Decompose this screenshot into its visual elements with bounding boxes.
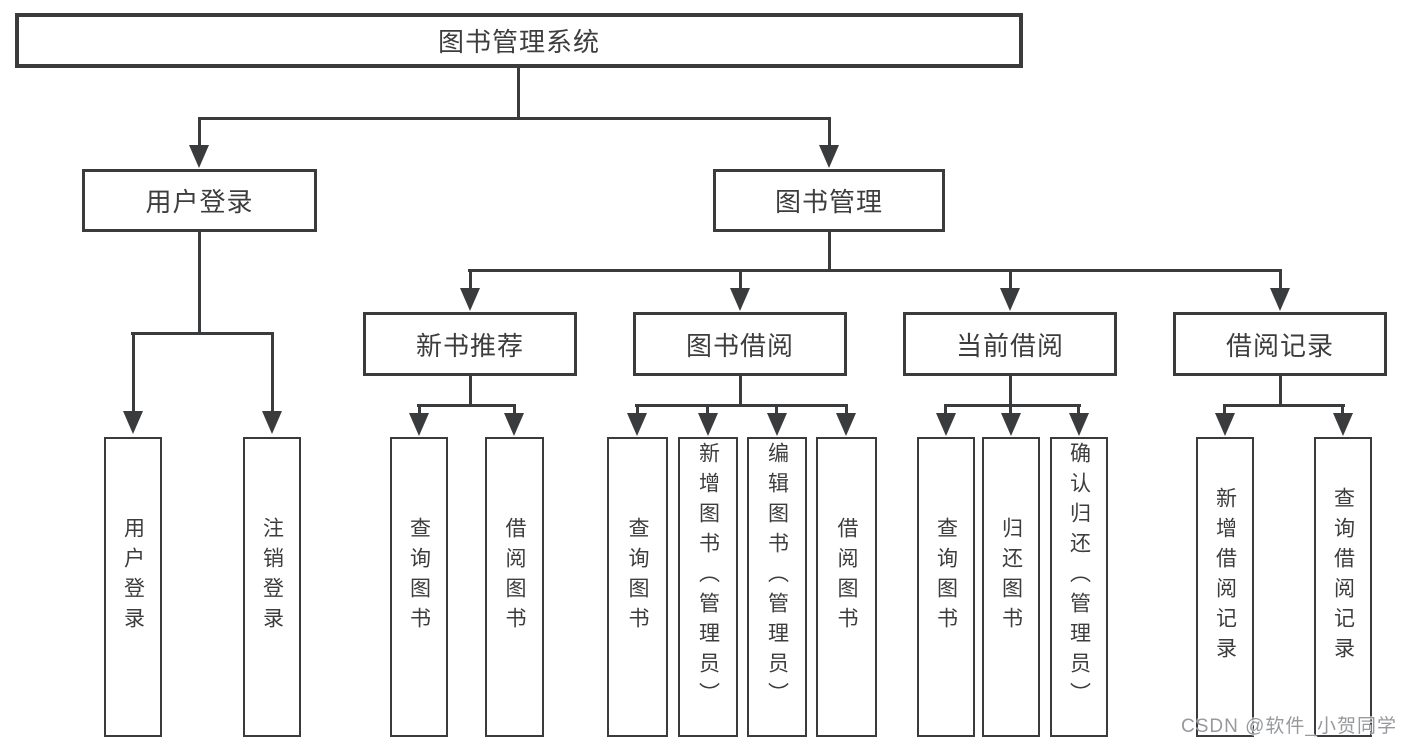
connector-userlogin-stub xyxy=(198,232,201,334)
arrow-down-icon xyxy=(1001,413,1021,436)
connector-borrowing-stem xyxy=(706,404,709,416)
connector-bookmgmt-stem xyxy=(739,269,742,289)
connector-recommend-stub xyxy=(469,376,472,406)
connector-bookmgmt-stub xyxy=(828,232,831,271)
arrow-down-icon xyxy=(698,413,718,436)
arrow-down-icon xyxy=(123,411,143,434)
node-book-borrowing: 图书借阅 xyxy=(633,312,847,376)
node-new-book-recommendation: 新书推荐 xyxy=(363,312,577,376)
node-book-management: 图书管理 xyxy=(713,169,945,232)
node-query-books-recommend: 查询图书 xyxy=(390,437,448,737)
node-borrow-books-recommend: 借阅图书 xyxy=(485,437,544,737)
connector-userlogin-stem xyxy=(132,332,135,413)
node-user-login-leaf: 用户登录 xyxy=(104,437,162,737)
connector-recommend-stem xyxy=(418,404,421,416)
connector-borrowing-stem xyxy=(775,404,778,416)
connector-current-hline xyxy=(944,404,1081,407)
arrow-down-icon xyxy=(189,145,209,168)
connector-root-stub xyxy=(517,68,520,119)
node-return-books: 归还图书 xyxy=(982,437,1040,737)
arrow-down-icon xyxy=(460,288,480,311)
arrow-down-icon xyxy=(819,145,839,168)
connector-borrowing-stem xyxy=(845,404,848,416)
connector-recommend-hline xyxy=(417,404,516,407)
node-query-borrow-record: 查询借阅记录 xyxy=(1314,437,1372,737)
arrow-down-icon xyxy=(767,413,787,436)
node-add-books-admin: 新增图书（管理员） xyxy=(678,437,738,737)
connector-userlogin-hline xyxy=(131,332,274,335)
connector-current-stem xyxy=(1009,404,1012,416)
arrow-down-icon xyxy=(262,411,282,434)
node-add-borrow-record: 新增借阅记录 xyxy=(1196,437,1254,737)
connector-borrowing-hline xyxy=(635,404,847,407)
node-borrowing-records: 借阅记录 xyxy=(1173,312,1387,376)
arrow-down-icon xyxy=(504,413,524,436)
connector-records-stem xyxy=(1223,404,1226,416)
connector-bookmgmt-stem xyxy=(469,269,472,289)
arrow-down-icon xyxy=(1270,288,1290,311)
node-edit-books-admin: 编辑图书（管理员） xyxy=(747,437,807,737)
connector-root-left-stem xyxy=(198,117,201,147)
connector-recommend-stem xyxy=(513,404,516,416)
connector-borrowing-stub xyxy=(739,376,742,406)
connector-bookmgmt-stem xyxy=(1009,269,1012,289)
arrow-down-icon xyxy=(1215,413,1235,436)
connector-root-hline xyxy=(198,117,831,120)
connector-root-right-stem xyxy=(828,117,831,147)
arrow-down-icon xyxy=(730,288,750,311)
arrow-down-icon xyxy=(836,413,856,436)
connector-userlogin-stem xyxy=(271,332,274,413)
connector-records-stub xyxy=(1279,376,1282,406)
node-current-borrowing: 当前借阅 xyxy=(903,312,1117,376)
connector-bookmgmt-stem xyxy=(1279,269,1282,289)
csdn-watermark: CSDN @软件_小贺同学 xyxy=(1181,716,1397,737)
arrow-down-icon xyxy=(1069,413,1089,436)
arrow-down-icon xyxy=(1333,413,1353,436)
arrow-down-icon xyxy=(936,413,956,436)
node-borrow-books-leaf: 借阅图书 xyxy=(816,437,877,737)
arrow-down-icon xyxy=(409,413,429,436)
arrow-down-icon xyxy=(1000,288,1020,311)
node-logout-leaf: 注销登录 xyxy=(243,437,301,737)
node-query-books-current: 查询图书 xyxy=(917,437,975,737)
connector-current-stem xyxy=(944,404,947,416)
connector-records-hline xyxy=(1223,404,1345,407)
connector-bookmgmt-hline xyxy=(468,269,1282,272)
node-library-management-system: 图书管理系统 xyxy=(15,13,1023,68)
connector-borrowing-stem xyxy=(636,404,639,416)
node-confirm-return-admin: 确认归还（管理员） xyxy=(1050,437,1108,737)
node-query-books-borrowing: 查询图书 xyxy=(607,437,668,737)
connector-current-stub xyxy=(1009,376,1012,406)
connector-current-stem xyxy=(1077,404,1080,416)
connector-records-stem xyxy=(1341,404,1344,416)
node-user-login: 用户登录 xyxy=(82,169,317,232)
arrow-down-icon xyxy=(627,413,647,436)
